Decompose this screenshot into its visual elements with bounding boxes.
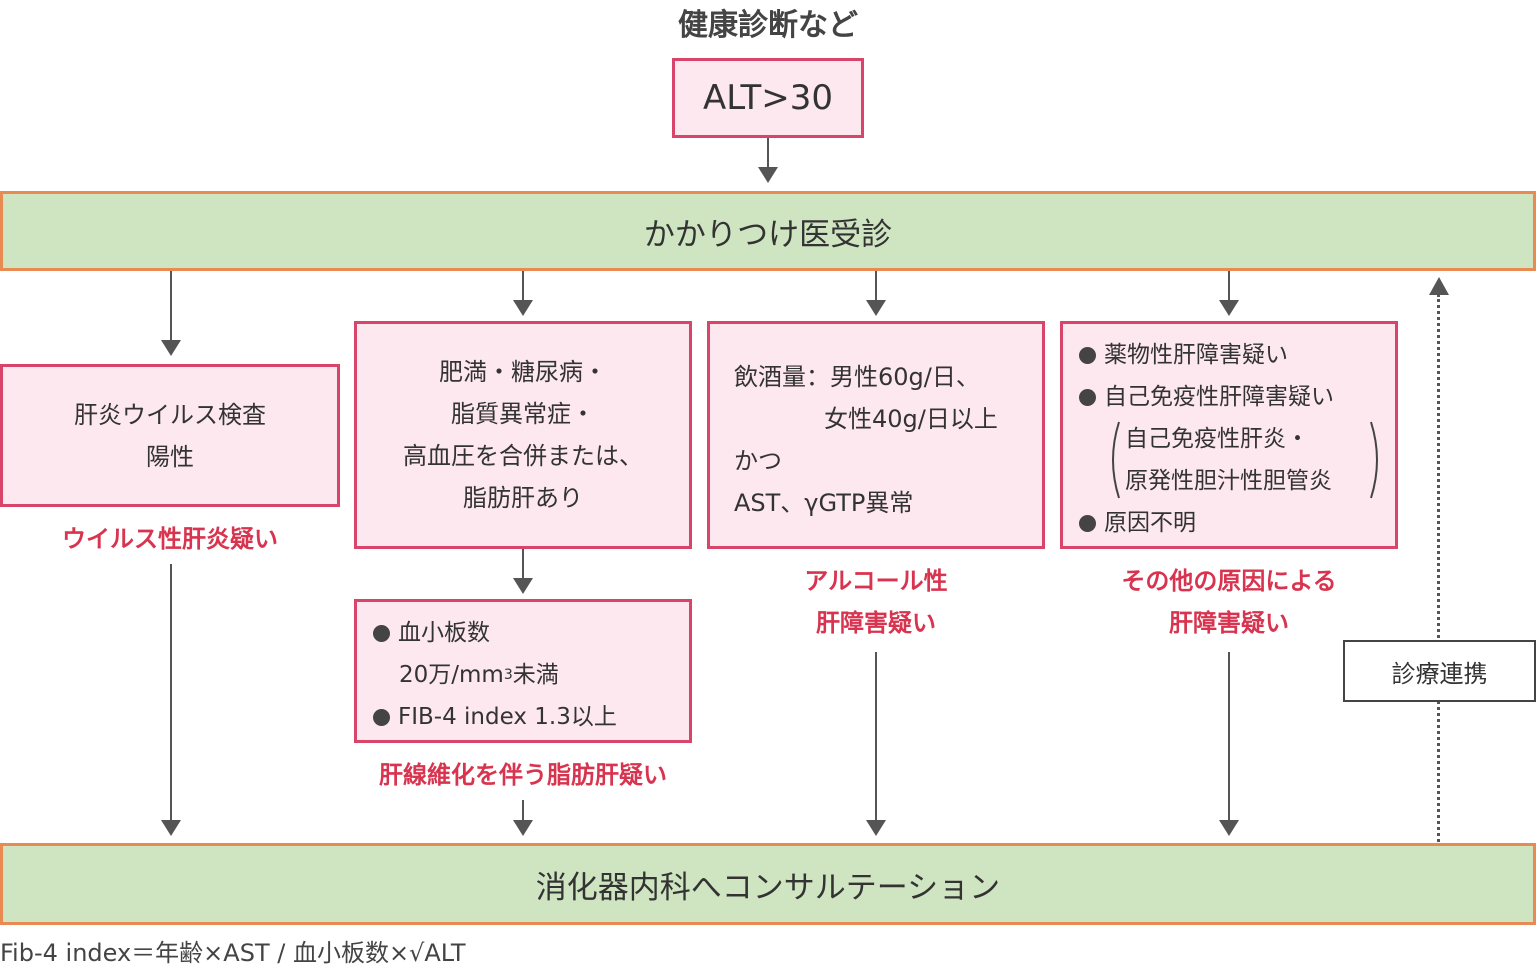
arrow-shaft-other — [1228, 271, 1230, 301]
metabolic-line1: 肥満・糖尿病・ — [439, 358, 607, 386]
arrowhead-alt — [758, 167, 778, 183]
autoimmune-hepatitis: 自己免疫性肝炎・ — [1125, 426, 1309, 452]
bullet-dot — [373, 624, 390, 642]
arrow-shaft-alcohol — [875, 271, 877, 301]
bullet-dot — [1079, 346, 1096, 364]
other-liver-line2: 肝障害疑い — [1169, 609, 1289, 637]
drug-induced-text: 薬物性肝障害疑い — [1104, 342, 1288, 368]
viral-test-box: 肝炎ウイルス検査 陽性 — [0, 364, 340, 507]
arrow-shaft-fibrosis — [522, 549, 524, 579]
viral-test-line2: 陽性 — [146, 442, 194, 471]
platelet-threshold-pre: 20万/mm — [399, 662, 504, 688]
arrow-shaft-viral — [170, 271, 172, 341]
autoimmune-bullet: 自己免疫性肝障害疑い — [1079, 376, 1395, 418]
other-cause-box: 薬物性肝障害疑い 自己免疫性肝障害疑い 自己免疫性肝炎・ 原発性胆汁性胆管炎 原… — [1060, 321, 1398, 549]
platelet-threshold-post: 未満 — [512, 662, 559, 688]
drug-induced-bullet: 薬物性肝障害疑い — [1079, 334, 1395, 376]
autoimmune-text: 自己免疫性肝障害疑い — [1104, 384, 1334, 410]
unknown-cause-bullet: 原因不明 — [1079, 502, 1395, 544]
arrow-shaft-viral-consult — [170, 564, 172, 820]
autoimmune-detail: 自己免疫性肝炎・ 原発性胆汁性胆管炎 — [1105, 418, 1385, 502]
arrow-shaft-alcohol-consult — [875, 652, 877, 820]
metabolic-line3: 高血圧を合併または、 — [403, 442, 643, 470]
alcoholic-liver-line2: 肝障害疑い — [816, 609, 936, 637]
arrowhead-other — [1219, 300, 1239, 316]
arrowhead-viral-consult — [161, 820, 181, 836]
arrow-shaft-alt — [767, 138, 769, 168]
primary-care-bar: かかりつけ医受診 — [0, 191, 1536, 271]
arrow-shaft-other-consult — [1228, 652, 1230, 820]
fibrotic-fatty-liver-label: 肝線維化を伴う脂肪肝疑い — [379, 761, 667, 789]
other-liver-label: その他の原因による 肝障害疑い — [1060, 560, 1398, 644]
fib4-bullet: FIB-4 index 1.3以上 — [373, 696, 689, 738]
alcohol-box: 飲酒量：男性60g/日、 女性40g/日以上 かつ AST、γGTP異常 — [707, 321, 1045, 549]
alt-start-text: ALT>30 — [702, 78, 834, 118]
alcohol-line2: 女性40g/日以上 — [824, 405, 998, 433]
other-liver-line1: その他の原因による — [1121, 567, 1337, 595]
bullet-dot — [1079, 388, 1096, 406]
cooperation-box: 診療連携 — [1343, 640, 1536, 702]
primary-care-text: かかりつけ医受診 — [643, 216, 893, 253]
alcohol-line4: AST、γGTP異常 — [734, 489, 914, 517]
gastro-consult-bar: 消化器内科へコンサルテーション — [0, 843, 1536, 925]
viral-test-line1: 肝炎ウイルス検査 — [74, 400, 266, 429]
cooperation-arrowhead — [1429, 277, 1449, 295]
arrow-shaft-metabolic — [522, 271, 524, 301]
platelet-bullet: 血小板数 — [373, 612, 689, 654]
arrowhead-fibrosis — [513, 578, 533, 594]
fib4-text: FIB-4 index 1.3以上 — [398, 704, 617, 730]
alcohol-line3: かつ — [734, 447, 782, 475]
top-label: 健康診断など — [678, 8, 858, 43]
viral-hepatitis-label: ウイルス性肝炎疑い — [62, 525, 278, 553]
right-parenthesis — [1370, 421, 1378, 499]
cooperation-dotted-line — [1437, 294, 1440, 842]
arrowhead-alcohol — [866, 300, 886, 316]
alt-start-box: ALT>30 — [672, 58, 864, 138]
alcoholic-liver-line1: アルコール性 — [804, 567, 948, 595]
arrowhead-fibrosis-consult — [513, 820, 533, 836]
gastro-consult-text: 消化器内科へコンサルテーション — [535, 869, 1001, 906]
metabolic-line4: 脂肪肝あり — [463, 484, 583, 512]
bullet-dot — [1079, 514, 1096, 532]
left-parenthesis — [1112, 421, 1120, 499]
arrowhead-viral — [161, 340, 181, 356]
alcoholic-liver-label: アルコール性 肝障害疑い — [707, 560, 1045, 644]
unknown-cause-text: 原因不明 — [1104, 510, 1196, 536]
bullet-dot — [373, 708, 390, 726]
arrowhead-metabolic — [513, 300, 533, 316]
arrowhead-other-consult — [1219, 820, 1239, 836]
alcohol-line1: 飲酒量：男性60g/日、 — [734, 363, 980, 391]
metabolic-line2: 脂質異常症・ — [451, 400, 595, 428]
platelet-text: 血小板数 — [398, 620, 490, 646]
primary-biliary-cholangitis: 原発性胆汁性胆管炎 — [1125, 468, 1332, 494]
metabolic-box: 肥満・糖尿病・ 脂質異常症・ 高血圧を合併または、 脂肪肝あり — [354, 321, 692, 549]
arrow-shaft-fibrosis-consult — [522, 800, 524, 820]
arrowhead-alcohol-consult — [866, 820, 886, 836]
fib4-formula-footnote: Fib-4 index＝年齢×AST / 血小板数×√ALT — [0, 939, 466, 967]
cooperation-text: 診療連携 — [1391, 659, 1488, 688]
